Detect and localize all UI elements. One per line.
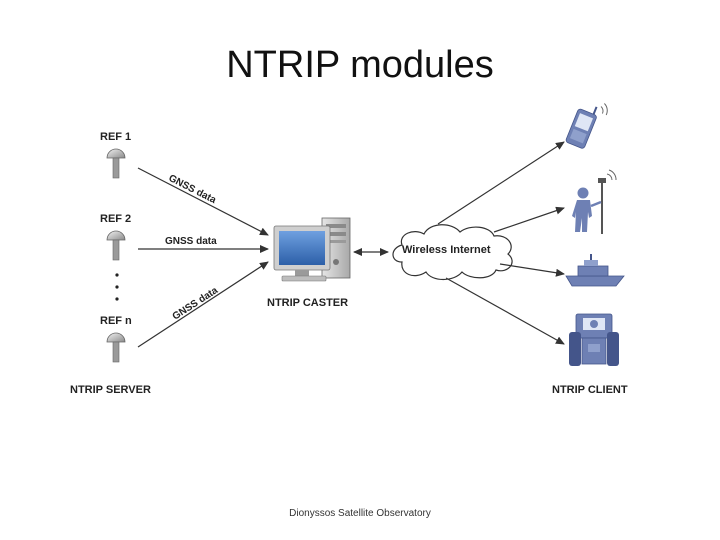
refn-label: REF n [100,315,132,327]
gnss-antenna-icon [106,148,126,179]
ntrip-caster-label: NTRIP CASTER [267,297,348,309]
ref1-arrow [137,167,269,236]
surveyor-rover-icon [572,169,617,234]
computer-icon [273,217,351,282]
gnss-antenna-icon [106,230,126,261]
ellipsis-dots [115,273,119,301]
ntrip-client-label: NTRIP CLIENT [552,384,628,396]
cloud-icon [392,224,513,281]
ref2-link-label: GNSS data [165,236,217,247]
ref1-label: REF 1 [100,131,131,143]
wireless-internet-label: Wireless Internet [402,244,491,256]
ref2-label: REF 2 [100,213,131,225]
ref1-link-label: GNSS data [167,173,218,206]
footer-credit: Dionyssos Satellite Observatory [289,508,431,519]
client-arrow-boat [499,263,565,277]
gnss-antenna-icon [106,332,126,363]
client-arrow-tractor [445,277,565,345]
ntrip-server-label: NTRIP SERVER [70,384,151,396]
client-arrow-rover [493,206,565,233]
slide-title: NTRIP modules [226,44,494,86]
client-arrow-phone [437,141,565,225]
tractor-icon [569,313,619,366]
refn-arrow [137,261,269,348]
boat-icon [565,254,625,287]
refn-link-label: GNSS data [171,285,221,323]
mobile-phone-icon [565,103,608,149]
